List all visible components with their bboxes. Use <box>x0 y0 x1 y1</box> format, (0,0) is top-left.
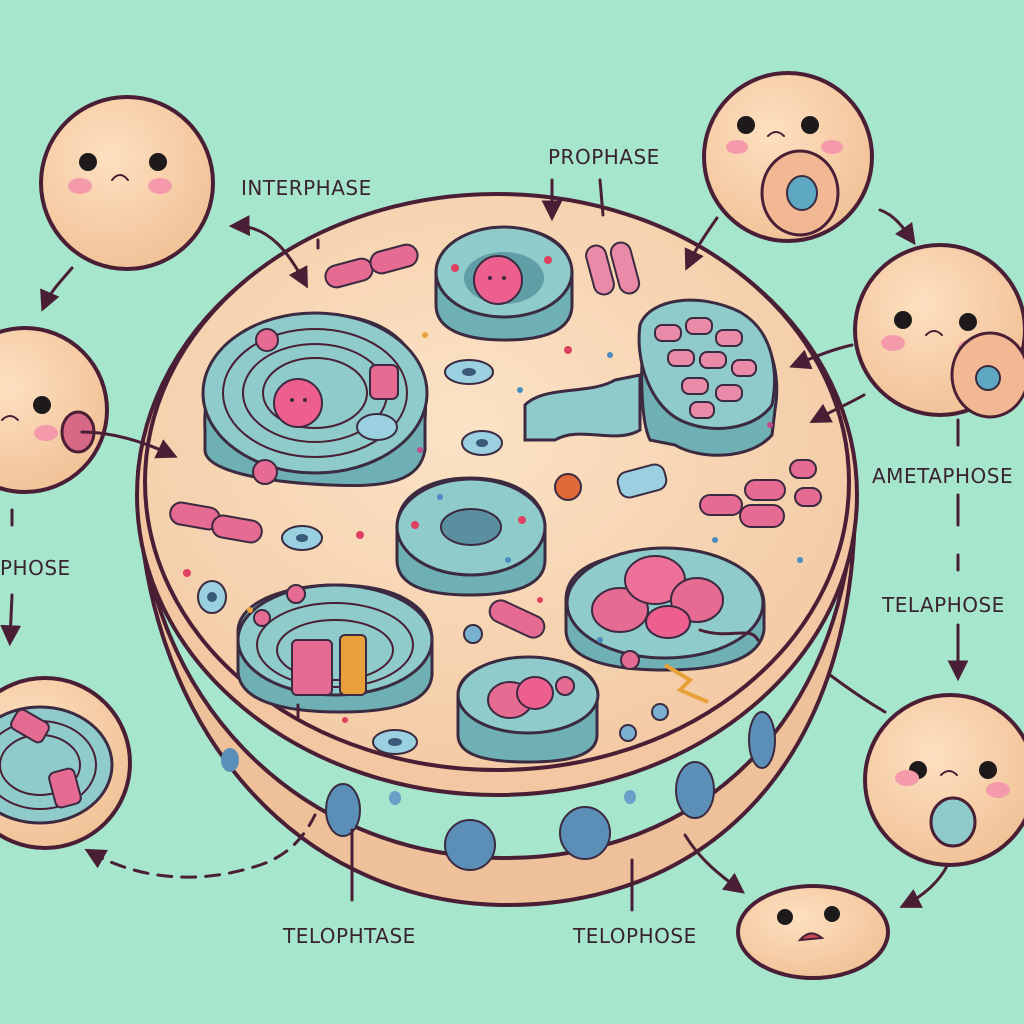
label-telaphose: TELAPHOSE <box>881 593 1005 617</box>
phase-cell-top-right <box>704 73 872 241</box>
nucleus-concentric-top-left <box>203 313 427 486</box>
label-ametaphose: AMETAPHOSE <box>872 464 1013 488</box>
phase-cell-bottom-right <box>865 695 1024 865</box>
label-telophtase: TELOPHTASE <box>282 924 416 948</box>
phase-cell-bottom <box>738 886 888 978</box>
phase-cell-right <box>855 245 1024 417</box>
nucleus-donut-center <box>397 478 545 595</box>
nucleus-bottom-center <box>458 657 598 762</box>
label-telophose: TELOPHOSE <box>572 924 697 948</box>
phase-cell-left <box>0 328 107 492</box>
central-cell <box>137 194 857 905</box>
label-interphase: INTERPHASE <box>241 176 372 200</box>
nucleus-ring-top <box>436 227 572 340</box>
phase-cell-top-left <box>41 97 213 269</box>
nucleus-concentric-bottom-left <box>238 585 432 712</box>
label-phose: PHOSE <box>0 556 71 580</box>
phase-cell-bottom-left <box>0 678 130 848</box>
label-prophase: PROPHASE <box>548 145 660 169</box>
